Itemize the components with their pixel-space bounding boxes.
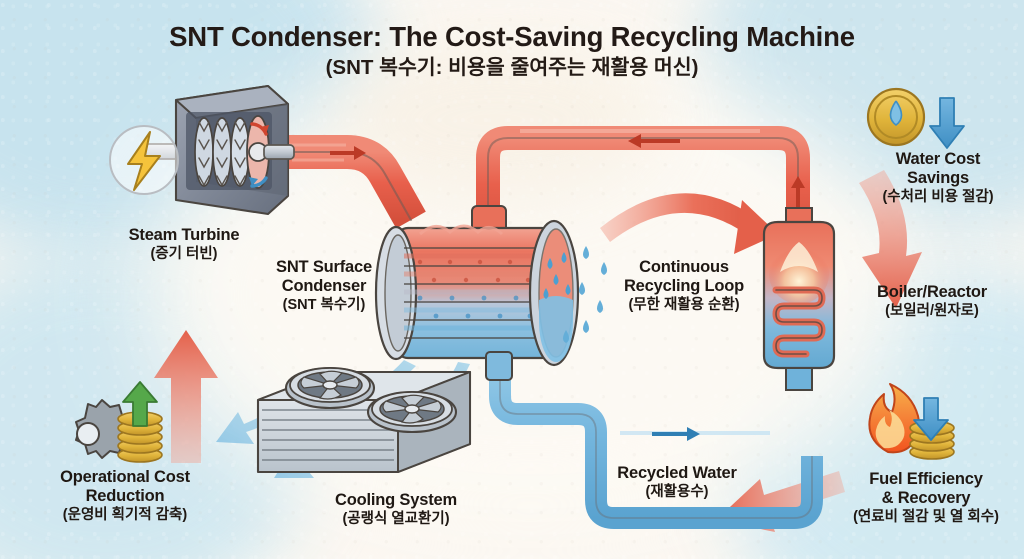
label-fuel-efficiency-recovery: Fuel Efficiency & Recovery (연료비 절감 및 열 회… — [828, 470, 1024, 526]
fan-left — [284, 366, 376, 410]
recycling-loop-arrow — [600, 193, 778, 254]
label-water-cost-savings-en: Water Cost Savings — [895, 150, 981, 188]
fan-right — [366, 390, 458, 434]
label-steam-turbine: Steam Turbine (증기 터빈) — [84, 226, 284, 263]
steam-turbine-illustration — [109, 84, 295, 216]
label-boiler-reactor: Boiler/Reactor (보일러/원자로) — [840, 283, 1024, 320]
label-continuous-recycling-loop: Continuous Recycling Loop (무한 재활용 순환) — [592, 258, 776, 314]
label-cooling-system-ko: (공랭식 열교환기) — [342, 511, 450, 528]
label-boiler-reactor-en: Boiler/Reactor — [877, 283, 987, 301]
label-water-cost-savings-ko: (수처리 비용 절감) — [882, 189, 994, 206]
label-operational-cost-reduction: Operational Cost Reduction (운영비 획기적 감축) — [18, 468, 232, 524]
label-operational-cost-reduction-ko: (운영비 획기적 감축) — [62, 507, 188, 524]
cooling-system-illustration — [256, 366, 472, 474]
label-cooling-system-en: Cooling System — [335, 491, 457, 509]
label-snt-surface-condenser-en: SNT Surface Condenser — [276, 258, 372, 296]
label-recycled-water-ko: (재활용수) — [645, 484, 709, 501]
top-return-arrow — [628, 134, 680, 148]
label-boiler-reactor-ko: (보일러/원자로) — [885, 303, 979, 320]
label-steam-turbine-ko: (증기 터빈) — [150, 246, 218, 263]
header: SNT Condenser: The Cost-Saving Recycling… — [0, 21, 1024, 80]
label-continuous-recycling-loop-en: Continuous Recycling Loop — [623, 258, 745, 296]
page-title: SNT Condenser: The Cost-Saving Recycling… — [169, 21, 855, 52]
water-coin-down-arrow-icon — [866, 87, 965, 149]
boiler-reactor-illustration — [762, 207, 836, 391]
lightning-bolt-icon — [127, 131, 161, 191]
condensate-return-arrow — [652, 427, 700, 441]
water-droplets — [543, 252, 571, 299]
label-recycled-water-en: Recycled Water — [617, 464, 737, 482]
page-subtitle: (SNT 복수기: 비용을 줄여주는 재활용 머신) — [325, 56, 699, 80]
label-cooling-system: Cooling System (공랭식 열교환기) — [288, 491, 504, 528]
label-steam-turbine-en: Steam Turbine — [128, 226, 240, 244]
steam-out-arrow — [330, 146, 366, 160]
falling-droplets — [563, 246, 607, 343]
label-operational-cost-reduction-en: Operational Cost Reduction — [60, 468, 190, 506]
flame-coins-down-arrow-icon — [868, 383, 955, 460]
label-snt-surface-condenser: SNT Surface Condenser (SNT 복수기) — [236, 258, 412, 314]
label-fuel-efficiency-recovery-en: Fuel Efficiency & Recovery — [869, 470, 983, 508]
label-snt-surface-condenser-ko: (SNT 복수기) — [282, 297, 366, 314]
label-recycled-water: Recycled Water (재활용수) — [584, 464, 770, 501]
gear-coins-up-arrow-icon — [75, 381, 163, 463]
label-water-cost-savings: Water Cost Savings (수처리 비용 절감) — [852, 150, 1024, 206]
label-fuel-efficiency-recovery-ko: (연료비 절감 및 열 회수) — [853, 509, 999, 526]
label-continuous-recycling-loop-ko: (무한 재활용 순환) — [628, 297, 740, 314]
snt-surface-condenser-illustration — [374, 205, 607, 381]
